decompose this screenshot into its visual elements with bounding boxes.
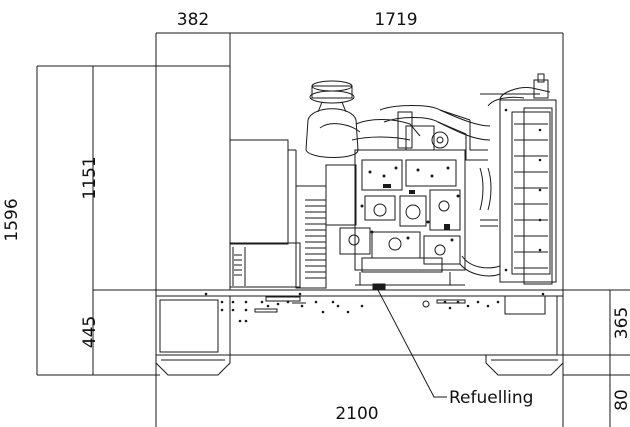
dimension-382-label: 382 (177, 10, 209, 30)
canopy-frame (156, 66, 230, 290)
dimension-80-label: 80 (612, 389, 630, 411)
radiator-hoses (460, 168, 500, 276)
dimension-365-label: 365 (612, 307, 630, 339)
turbo-pipes (380, 106, 490, 161)
radiator-bolts (504, 108, 542, 272)
engine-block (326, 150, 465, 285)
dimension-1151-label: 1151 (80, 156, 100, 199)
dimension-2100-label: 2100 (335, 404, 378, 424)
base-feet (156, 355, 563, 375)
dimension-1719-label: 1719 (374, 10, 417, 30)
dimension-445-label: 445 (80, 316, 100, 348)
engine-detail-marks (360, 166, 460, 242)
dimension-1596-label: 1596 (2, 198, 22, 241)
dimension-lines (37, 33, 630, 427)
base-slots (255, 297, 465, 312)
radiator-core (514, 124, 548, 268)
alternator-grille (305, 200, 326, 278)
terminal-box-grille (234, 255, 242, 275)
refuelling-leader (378, 290, 447, 397)
refuelling-label: Refuelling (449, 388, 533, 408)
base-fasteners (204, 292, 545, 323)
alternator (230, 140, 326, 288)
air-filter (306, 81, 420, 158)
base-frame (156, 284, 563, 355)
radiator (480, 74, 556, 284)
